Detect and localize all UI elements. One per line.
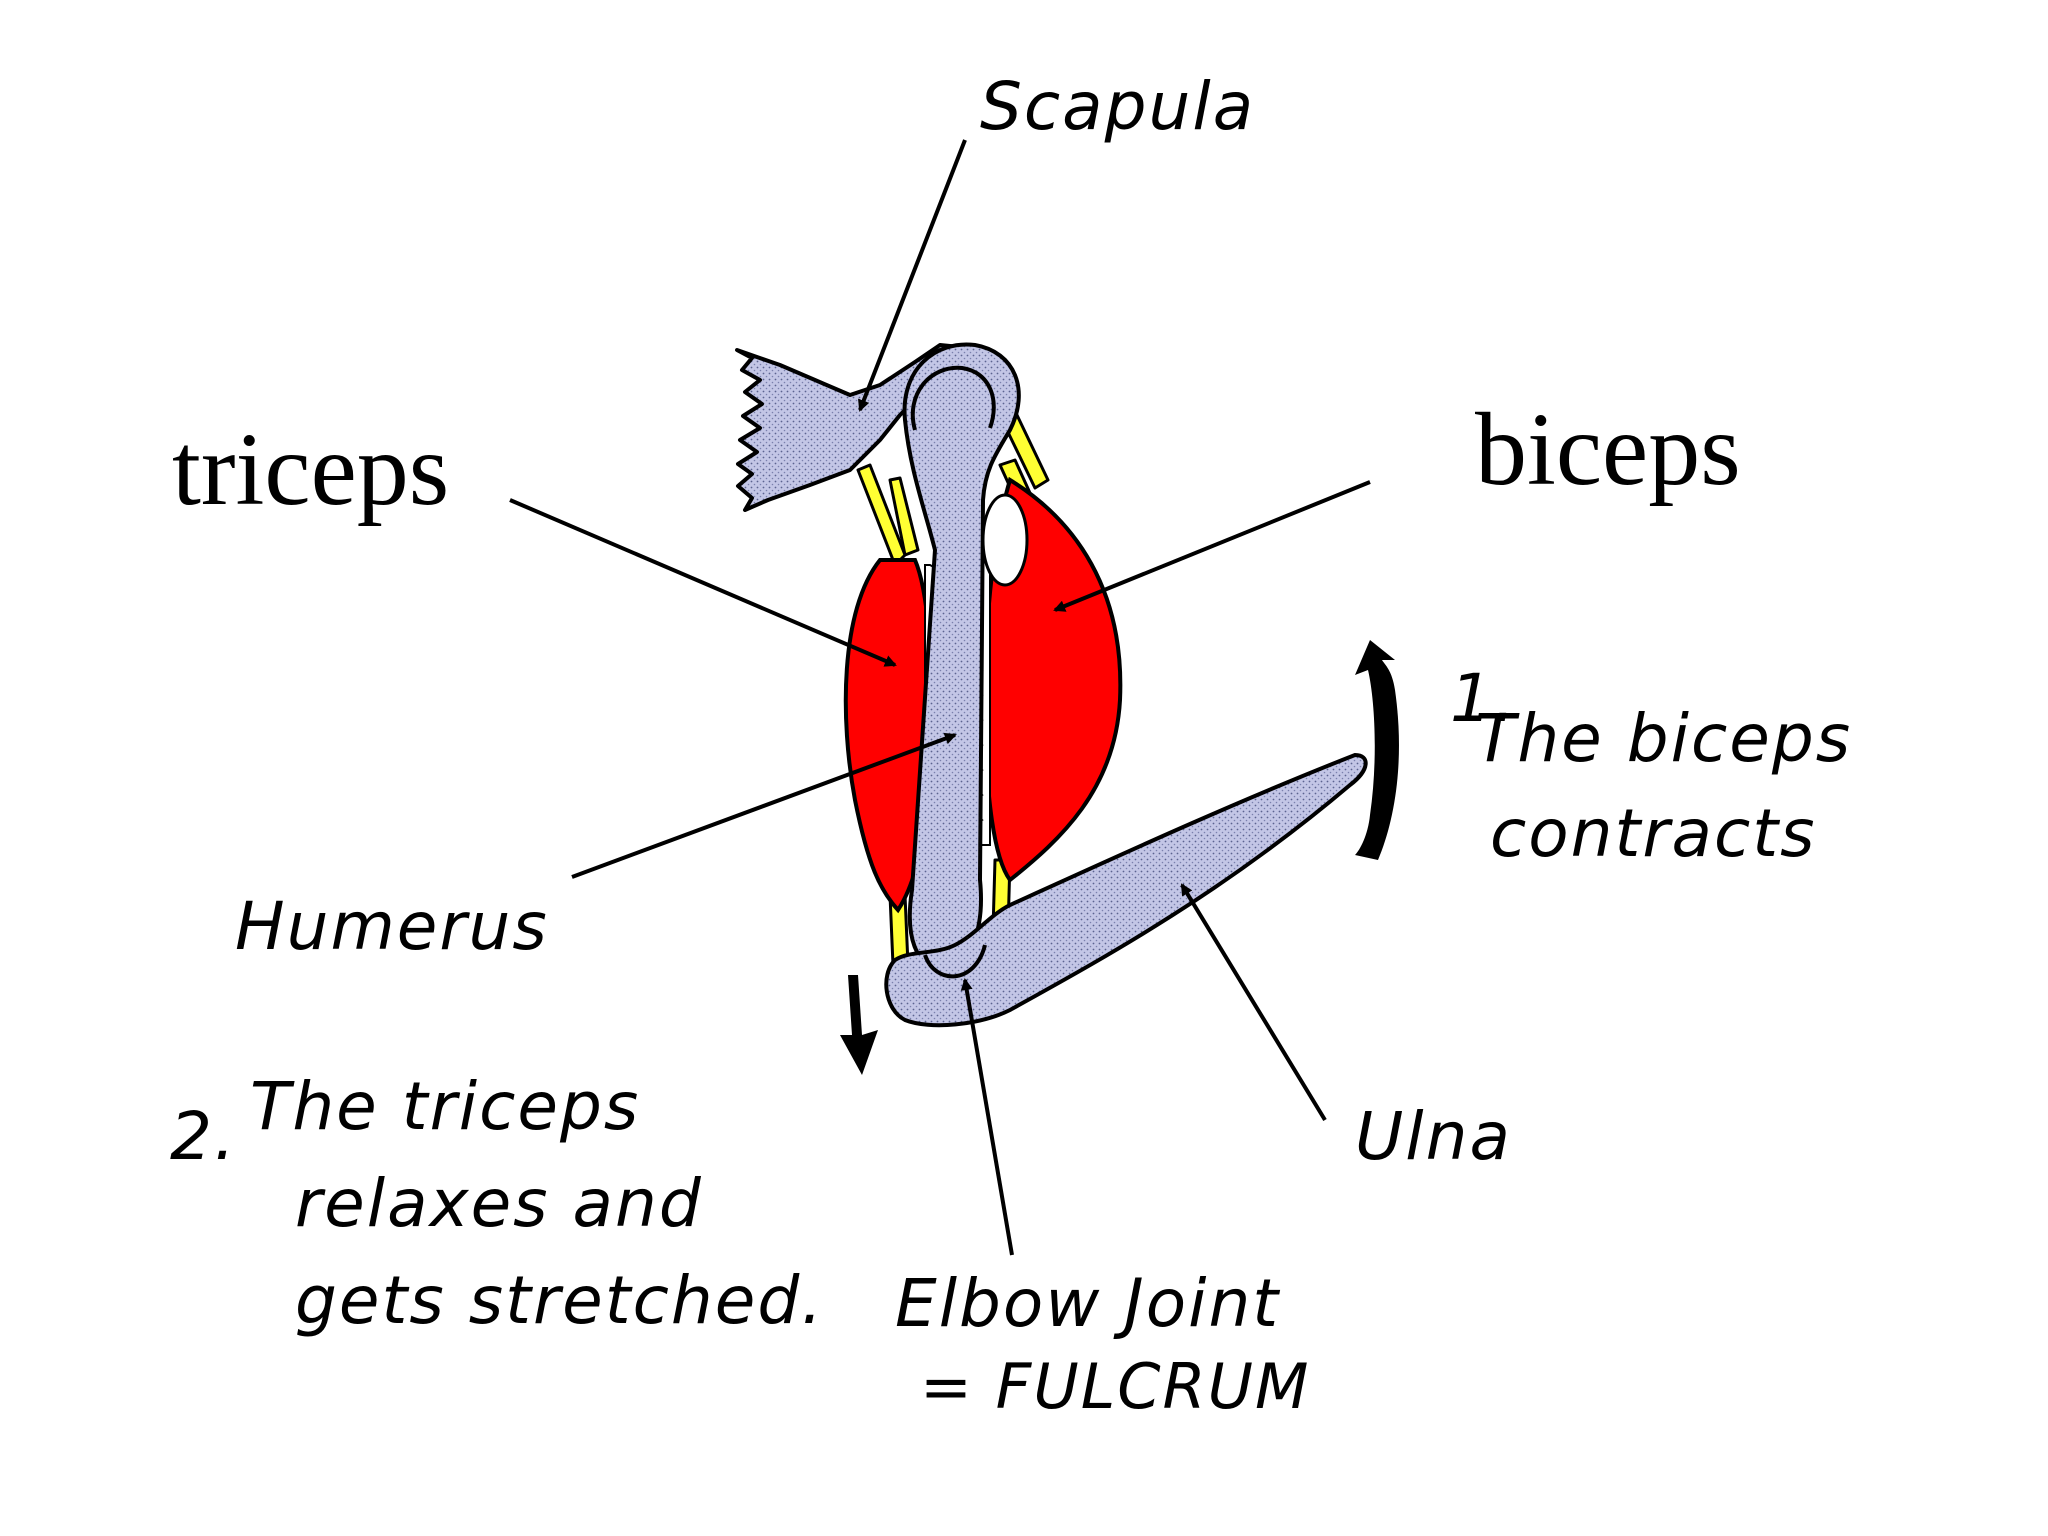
scapula-leader: [858, 139, 967, 412]
step2-line3: gets stretched.: [295, 1262, 825, 1339]
step1-line1: The biceps: [1475, 700, 1853, 777]
elbow-leader: [960, 978, 1014, 1256]
down-arrow: [840, 975, 878, 1075]
step1-line2: contracts: [1490, 795, 1817, 872]
humerus-leader: [571, 732, 957, 879]
humerus-bone: [902, 342, 1021, 971]
biceps-leader: [1053, 480, 1371, 612]
leader-lines: [509, 139, 1371, 1256]
up-arrow: [1355, 640, 1399, 860]
triceps-upper-tendon-2: [888, 476, 920, 557]
scapula-label: Scapula: [980, 68, 1256, 145]
fulcrum-label: = FULCRUM: [920, 1350, 1311, 1423]
step2-line2: relaxes and: [295, 1165, 703, 1242]
step2-number: 2.: [170, 1098, 237, 1175]
scapula-bone: [735, 343, 997, 512]
elbow-joint-curve: [923, 944, 987, 979]
ulna-leader: [1180, 883, 1327, 1122]
step1-number: 1.: [1450, 660, 1517, 737]
humerus-head-socket: [910, 365, 996, 431]
ulna-bone: [884, 752, 1368, 1028]
step2-line1: The triceps: [250, 1068, 641, 1145]
elbow-joint-label: Elbow Joint: [895, 1265, 1281, 1342]
biceps-label: biceps: [1475, 392, 1741, 507]
ulna-label: Ulna: [1355, 1098, 1512, 1175]
humerus-label: Humerus: [235, 888, 549, 965]
humerus-head-gap: [981, 493, 1029, 587]
triceps-label: triceps: [172, 412, 450, 527]
triceps-leader: [509, 498, 897, 667]
